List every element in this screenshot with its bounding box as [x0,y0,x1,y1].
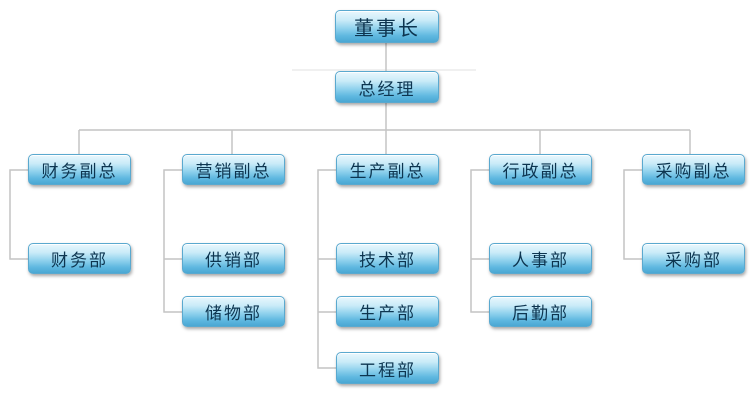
vp-purchasing-box[interactable]: 采购副总 [642,154,745,185]
dept-finance-box[interactable]: 财务部 [28,243,131,274]
connector-branch-1 [9,169,28,260]
vp-marketing-box[interactable]: 营销副总 [182,154,285,185]
general-manager-box[interactable]: 总经理 [335,71,439,103]
dept-technology-box[interactable]: 技术部 [336,243,439,274]
connector-branch-4 [470,169,489,313]
dept-hr-box[interactable]: 人事部 [489,243,592,274]
dept-production-box[interactable]: 生产部 [336,296,439,327]
dept-storage-box[interactable]: 储物部 [182,296,285,327]
dept-purchasing-box[interactable]: 采购部 [642,243,745,274]
dept-supply-sales-box[interactable]: 供销部 [182,243,285,274]
dept-logistics-box[interactable]: 后勤部 [489,296,592,327]
connector-branch-5 [623,169,642,260]
chairman-box[interactable]: 董事长 [335,10,439,43]
vp-admin-box[interactable]: 行政副总 [489,154,592,185]
connector-branch-2 [163,169,182,313]
connector-branch-3 [317,169,336,369]
vp-production-box[interactable]: 生产副总 [336,154,439,185]
dept-engineering-box[interactable]: 工程部 [336,352,439,384]
vp-finance-box[interactable]: 财务副总 [28,154,131,185]
